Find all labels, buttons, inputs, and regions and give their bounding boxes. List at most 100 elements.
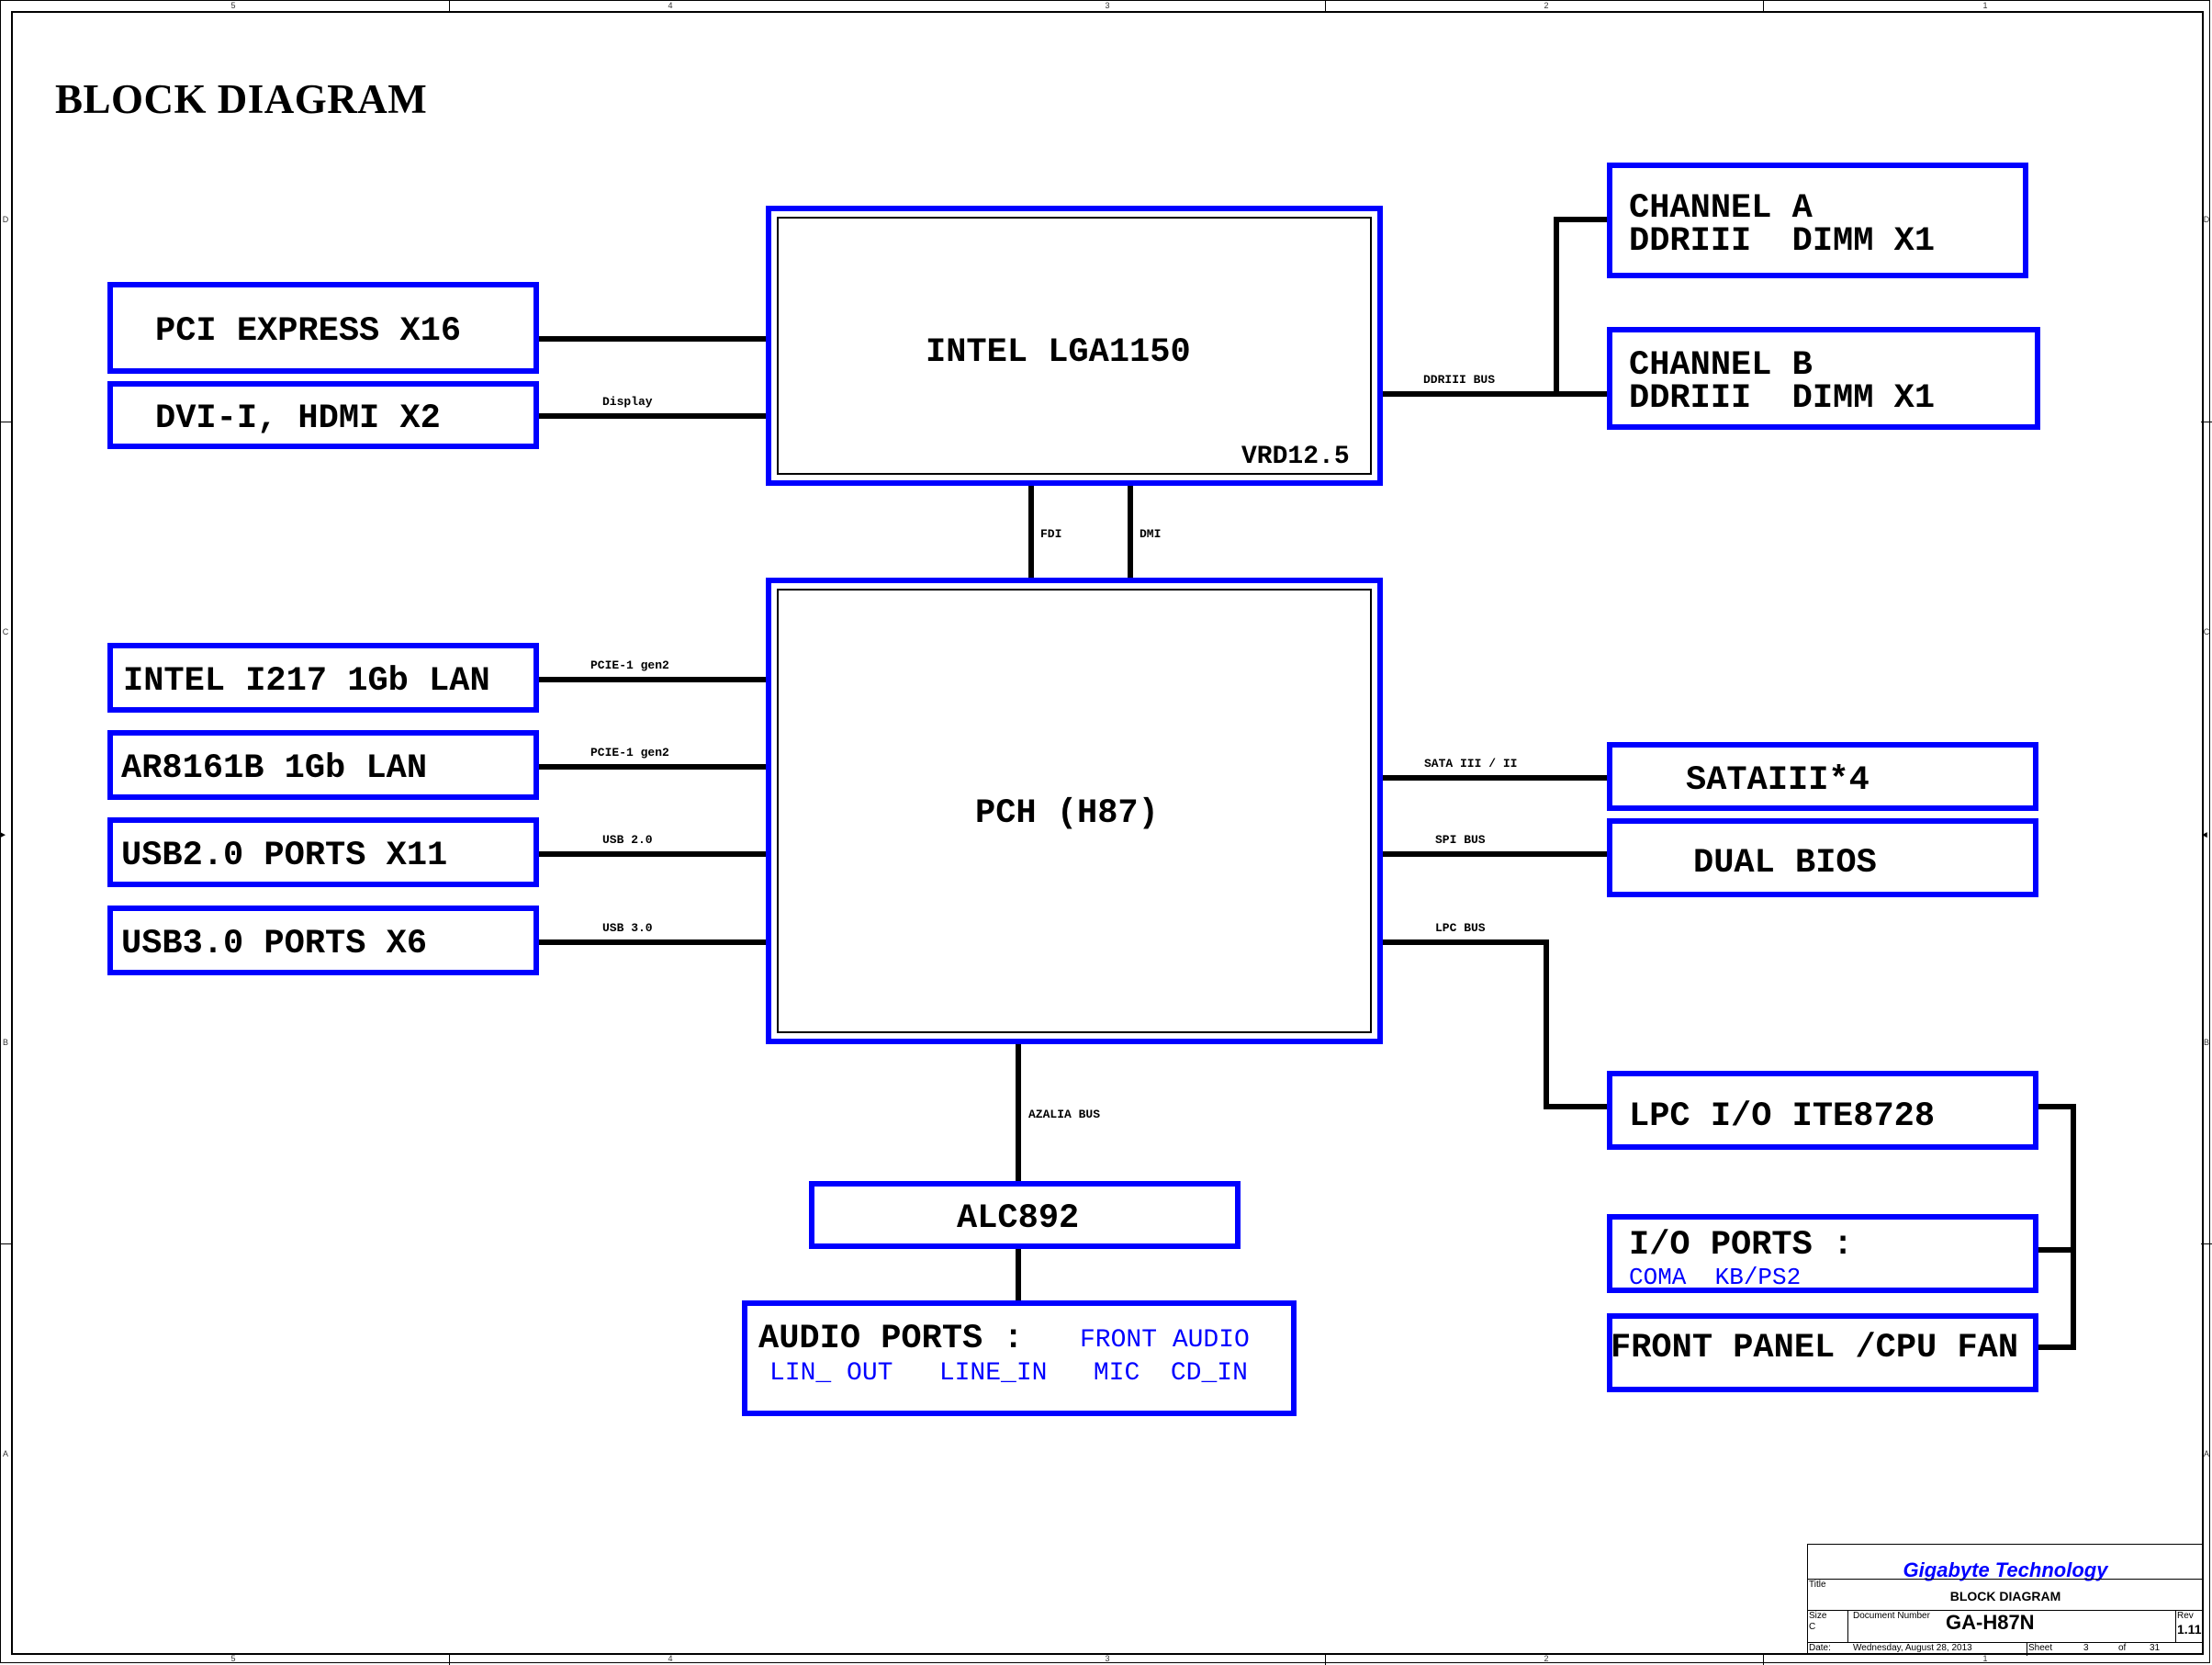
- wire-sata: [1378, 775, 1610, 781]
- zone-top-4: 4: [668, 1, 673, 10]
- zone-right-b: B: [2203, 1038, 2209, 1047]
- block-display-label: DVI-I, HDMI X2: [155, 399, 441, 438]
- wire-lan1: [536, 677, 768, 682]
- zone-bottom-1: 1: [1982, 1654, 1988, 1663]
- title-block-title: BLOCK DIAGRAM: [1949, 1589, 2061, 1603]
- zone-divider: [449, 1654, 450, 1665]
- zone-divider: [1763, 0, 1764, 11]
- block-audio-ports[interactable]: AUDIO PORTS : FRONT AUDIO LIN_ OUT LINE_…: [742, 1300, 1297, 1416]
- zone-left-a: A: [2, 1449, 8, 1458]
- title-block-date-label: Date:: [1809, 1643, 1831, 1653]
- wire-ddr-chan-a: [1554, 217, 1610, 222]
- bus-label-display: Display: [602, 395, 653, 409]
- block-channel-a[interactable]: CHANNEL A DDRIII DIMM X1: [1607, 163, 2028, 278]
- zone-top-3: 3: [1105, 1, 1110, 10]
- bus-label-lan2: PCIE-1 gen2: [590, 746, 669, 759]
- block-lpc-io[interactable]: LPC I/O ITE8728: [1607, 1071, 2038, 1150]
- wire-sio-ioports: [2036, 1247, 2076, 1253]
- bus-label-lan1: PCIE-1 gen2: [590, 658, 669, 672]
- title-block-size-label: Size: [1809, 1611, 1827, 1621]
- block-cpu-inner: [777, 217, 1372, 475]
- wire-ddr: [1378, 391, 1610, 397]
- bus-label-dmi: DMI: [1140, 527, 1162, 541]
- block-alc892[interactable]: ALC892: [809, 1181, 1241, 1249]
- wire-lpc-io: [1544, 1104, 1610, 1109]
- wire-sio-bus: [2071, 1104, 2076, 1350]
- block-audio-ports-items-1: FRONT AUDIO: [1080, 1326, 1250, 1355]
- bus-label-ddr: DDRIII BUS: [1423, 373, 1496, 387]
- zone-right-a: A: [2203, 1449, 2209, 1458]
- zone-divider: [449, 0, 450, 11]
- title-block-company: Gigabyte Technology: [1903, 1558, 2108, 1581]
- block-sata[interactable]: SATAIII*4: [1607, 742, 2038, 811]
- block-channel-a-line1: CHANNEL A: [1629, 189, 1813, 228]
- zone-right-d: D: [2203, 215, 2210, 224]
- block-sata-label: SATAIII*4: [1686, 761, 1870, 800]
- wire-pcie: [536, 336, 768, 342]
- block-cpu-note: VRD12.5: [1241, 443, 1350, 471]
- title-block-title-label: Title: [1809, 1580, 1826, 1590]
- block-usb3[interactable]: USB3.0 PORTS X6: [107, 906, 539, 975]
- block-channel-a-line2: DDRIII DIMM X1: [1629, 222, 1936, 261]
- wire-lan2: [536, 764, 768, 770]
- wire-sio-out: [2036, 1104, 2076, 1109]
- sheet-inner-border: [11, 11, 2204, 1655]
- zone-bottom-5: 5: [230, 1654, 236, 1663]
- block-display[interactable]: DVI-I, HDMI X2: [107, 381, 539, 449]
- wire-codec-audio: [1016, 1244, 1021, 1304]
- wire-usb3: [536, 939, 768, 945]
- zone-bottom-2: 2: [1544, 1654, 1549, 1663]
- title-block-total: 31: [2150, 1643, 2161, 1653]
- zone-divider: [1325, 1654, 1326, 1665]
- zone-divider: [1763, 1654, 1764, 1665]
- block-pcie-label: PCI EXPRESS X16: [155, 312, 462, 351]
- block-usb2[interactable]: USB2.0 PORTS X11: [107, 817, 539, 887]
- title-block-of-label: of: [2118, 1643, 2127, 1653]
- zone-top-2: 2: [1544, 1, 1549, 10]
- block-channel-b-line2: DDRIII DIMM X1: [1629, 379, 1936, 418]
- title-block-sheet: 3: [2083, 1643, 2089, 1653]
- bus-label-spi: SPI BUS: [1435, 833, 1486, 847]
- block-front-panel[interactable]: FRONT PANEL /CPU FAN: [1607, 1313, 2038, 1392]
- title-block-divider: [1847, 1610, 1848, 1642]
- title-block-docnum-label: Document Number: [1853, 1611, 1930, 1621]
- wire-azalia: [1016, 1038, 1021, 1185]
- zone-left-b: B: [2, 1038, 8, 1047]
- zone-right-c: C: [2203, 627, 2210, 636]
- block-lan-intel[interactable]: INTEL I217 1Gb LAN: [107, 643, 539, 713]
- block-io-ports-label: I/O PORTS :: [1629, 1226, 1854, 1265]
- title-block: Gigabyte Technology Title BLOCK DIAGRAM …: [1807, 1544, 2204, 1656]
- block-lpc-io-label: LPC I/O ITE8728: [1629, 1097, 1936, 1136]
- block-dual-bios[interactable]: DUAL BIOS: [1607, 818, 2038, 897]
- block-channel-b[interactable]: CHANNEL B DDRIII DIMM X1: [1607, 327, 2040, 430]
- wire-ddr-split: [1554, 217, 1559, 397]
- block-alc892-label: ALC892: [957, 1199, 1080, 1238]
- title-block-rev-label: Rev: [2177, 1611, 2194, 1621]
- block-lan-atheros[interactable]: AR8161B 1Gb LAN: [107, 730, 539, 800]
- wire-spi: [1378, 851, 1610, 857]
- block-audio-ports-label: AUDIO PORTS :: [758, 1320, 1024, 1358]
- block-usb2-label: USB2.0 PORTS X11: [121, 837, 448, 875]
- wire-fdi: [1028, 483, 1034, 580]
- block-pcie-x16[interactable]: PCI EXPRESS X16: [107, 282, 539, 374]
- zone-divider: [2201, 1243, 2212, 1244]
- block-cpu[interactable]: INTEL LGA1150 VRD12.5: [766, 206, 1383, 486]
- title-block-rev: 1.11: [2177, 1622, 2202, 1637]
- block-usb3-label: USB3.0 PORTS X6: [121, 925, 428, 963]
- block-dual-bios-label: DUAL BIOS: [1693, 844, 1877, 883]
- zone-arrow-icon: ►: [0, 831, 6, 841]
- wire-display: [536, 413, 768, 419]
- block-pch[interactable]: PCH (H87): [766, 578, 1383, 1044]
- page-title: BLOCK DIAGRAM: [55, 76, 428, 122]
- block-lan-intel-label: INTEL I217 1Gb LAN: [123, 662, 490, 701]
- block-io-ports[interactable]: I/O PORTS : COMA KB/PS2: [1607, 1214, 2038, 1293]
- zone-arrow-icon: ◄: [2202, 831, 2208, 841]
- wire-sio-frontpanel: [2036, 1344, 2076, 1350]
- block-audio-ports-items-2: LIN_ OUT LINE_IN MIC CD_IN: [769, 1359, 1248, 1388]
- zone-divider: [1325, 0, 1326, 11]
- zone-left-d: D: [2, 215, 9, 224]
- title-block-date: Wednesday, August 28, 2013: [1853, 1643, 1972, 1653]
- bus-label-azalia: AZALIA BUS: [1028, 1108, 1101, 1121]
- bus-label-sata: SATA III / II: [1424, 757, 1518, 771]
